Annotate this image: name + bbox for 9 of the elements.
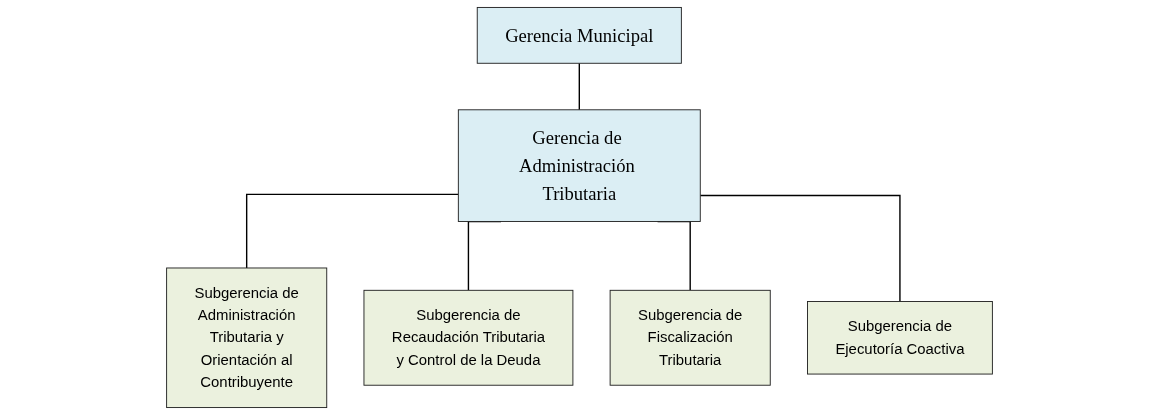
node-box: Gerencia Municipal xyxy=(476,6,682,64)
connector xyxy=(699,194,901,303)
connector xyxy=(578,62,580,111)
node-box: Subgerencia de Administración Tributaria y Orientación al Contribuyente xyxy=(166,267,328,409)
node-box: Gerencia de Administración Tributaria xyxy=(457,109,701,222)
node-box: Subgerencia de Ejecutoría Coactiva xyxy=(807,301,993,375)
node-box: Subgerencia de Recaudación Tributaria y Control de la Deuda xyxy=(363,289,574,386)
connector xyxy=(245,193,460,269)
node-box: Subgerencia de Fiscalización Tributaria xyxy=(609,289,771,386)
